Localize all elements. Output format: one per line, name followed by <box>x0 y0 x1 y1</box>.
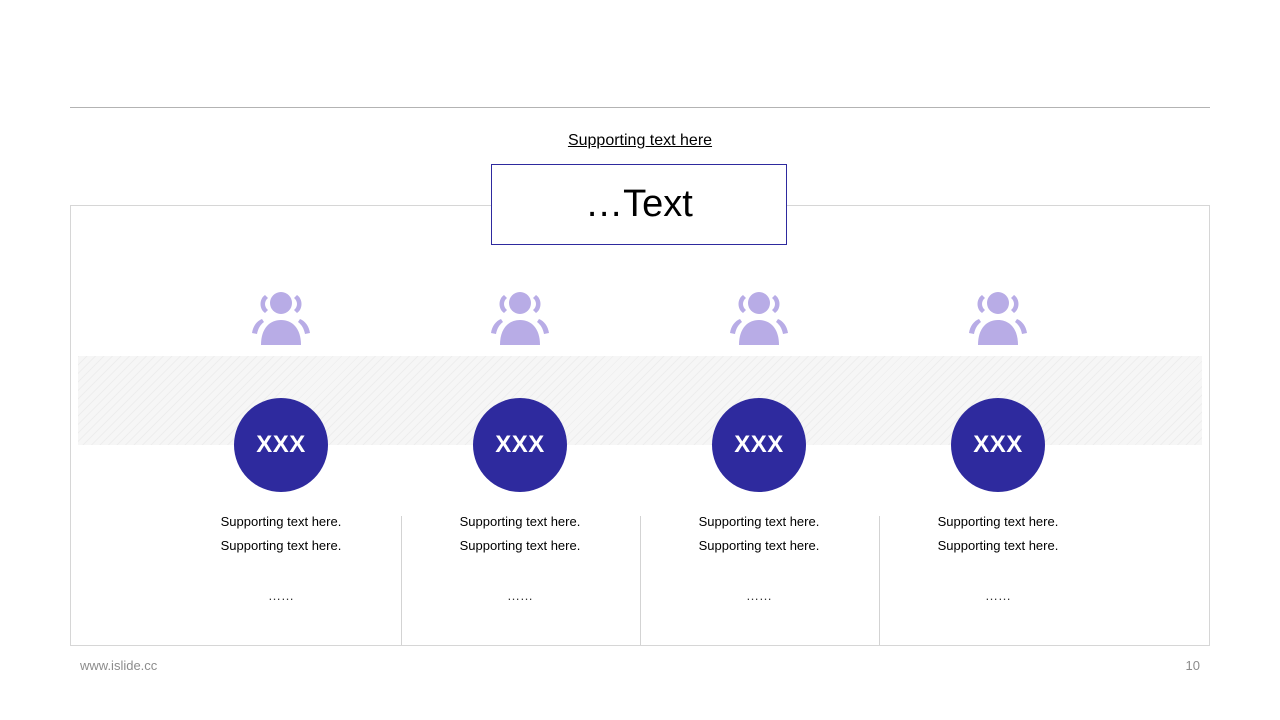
xxx-badge: XXX <box>951 398 1045 492</box>
page-number: 10 <box>1185 658 1200 673</box>
ellipsis-text: …… <box>746 588 772 603</box>
title-text: …Text <box>585 183 693 225</box>
top-rule <box>70 107 1210 108</box>
group-person-icon <box>252 292 310 345</box>
support-text-line-1: Supporting text here. <box>937 514 1059 529</box>
column-3: XXX Supporting text here. Supporting tex… <box>659 288 859 618</box>
support-text-line-2: Supporting text here. <box>698 538 820 553</box>
badge-label: XXX <box>973 431 1023 458</box>
group-person-icon <box>491 292 549 345</box>
column-1: XXX Supporting text here. Supporting tex… <box>181 288 381 618</box>
support-text-line-1: Supporting text here. <box>459 514 581 529</box>
support-text-line-2: Supporting text here. <box>459 538 581 553</box>
column-divider <box>401 516 402 645</box>
ellipsis-text: …… <box>268 588 294 603</box>
support-text-line-1: Supporting text here. <box>698 514 820 529</box>
ellipsis-text: …… <box>507 588 533 603</box>
title-box: …Text <box>491 164 787 245</box>
xxx-badge: XXX <box>712 398 806 492</box>
badge-label: XXX <box>495 431 545 458</box>
support-text-line-2: Supporting text here. <box>937 538 1059 553</box>
badge-label: XXX <box>256 431 306 458</box>
column-divider <box>640 516 641 645</box>
column-divider <box>879 516 880 645</box>
xxx-badge: XXX <box>234 398 328 492</box>
group-person-icon <box>969 292 1027 345</box>
support-text-line-2: Supporting text here. <box>220 538 342 553</box>
column-4: XXX Supporting text here. Supporting tex… <box>898 288 1098 618</box>
group-person-icon <box>730 292 788 345</box>
subtitle: Supporting text here <box>567 132 713 149</box>
badge-label: XXX <box>734 431 784 458</box>
footer-url[interactable]: www.islide.cc <box>80 658 158 673</box>
ellipsis-text: …… <box>985 588 1011 603</box>
column-2: XXX Supporting text here. Supporting tex… <box>420 288 620 618</box>
support-text-line-1: Supporting text here. <box>220 514 342 529</box>
xxx-badge: XXX <box>473 398 567 492</box>
